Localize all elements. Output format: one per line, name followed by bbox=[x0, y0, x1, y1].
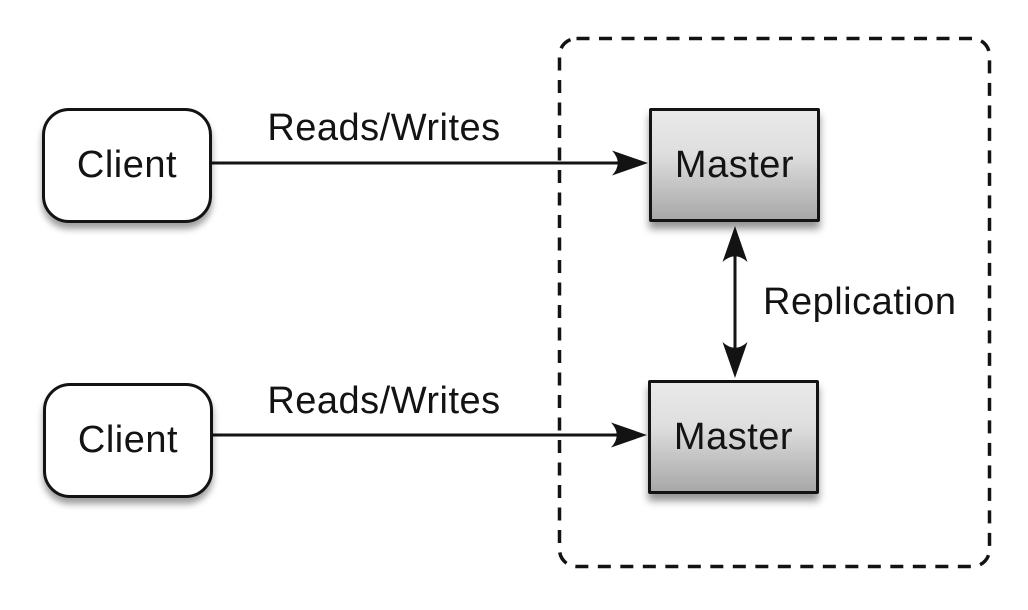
master-node-bottom: Master bbox=[648, 380, 819, 494]
arrowhead-up-icon bbox=[722, 226, 748, 262]
replication-double-arrow bbox=[722, 226, 748, 378]
master-node-label: Master bbox=[673, 415, 794, 458]
master-node-label: Master bbox=[674, 143, 795, 186]
arrowhead-right-icon bbox=[612, 150, 648, 176]
edge-label-replication: Replication bbox=[763, 281, 957, 323]
arrowhead-down-icon bbox=[722, 342, 748, 378]
reads-writes-arrow-bottom bbox=[213, 422, 647, 448]
client-node-top: Client bbox=[42, 108, 212, 223]
client-node-bottom: Client bbox=[43, 383, 213, 498]
client-node-label: Client bbox=[76, 144, 178, 186]
master-node-top: Master bbox=[649, 108, 820, 222]
arrowhead-right-icon bbox=[611, 422, 647, 448]
edge-label-reads-writes-bottom: Reads/Writes bbox=[267, 380, 501, 422]
edge-label-reads-writes-top: Reads/Writes bbox=[267, 107, 501, 149]
reads-writes-arrow-top bbox=[212, 150, 648, 176]
client-node-label: Client bbox=[77, 419, 179, 461]
